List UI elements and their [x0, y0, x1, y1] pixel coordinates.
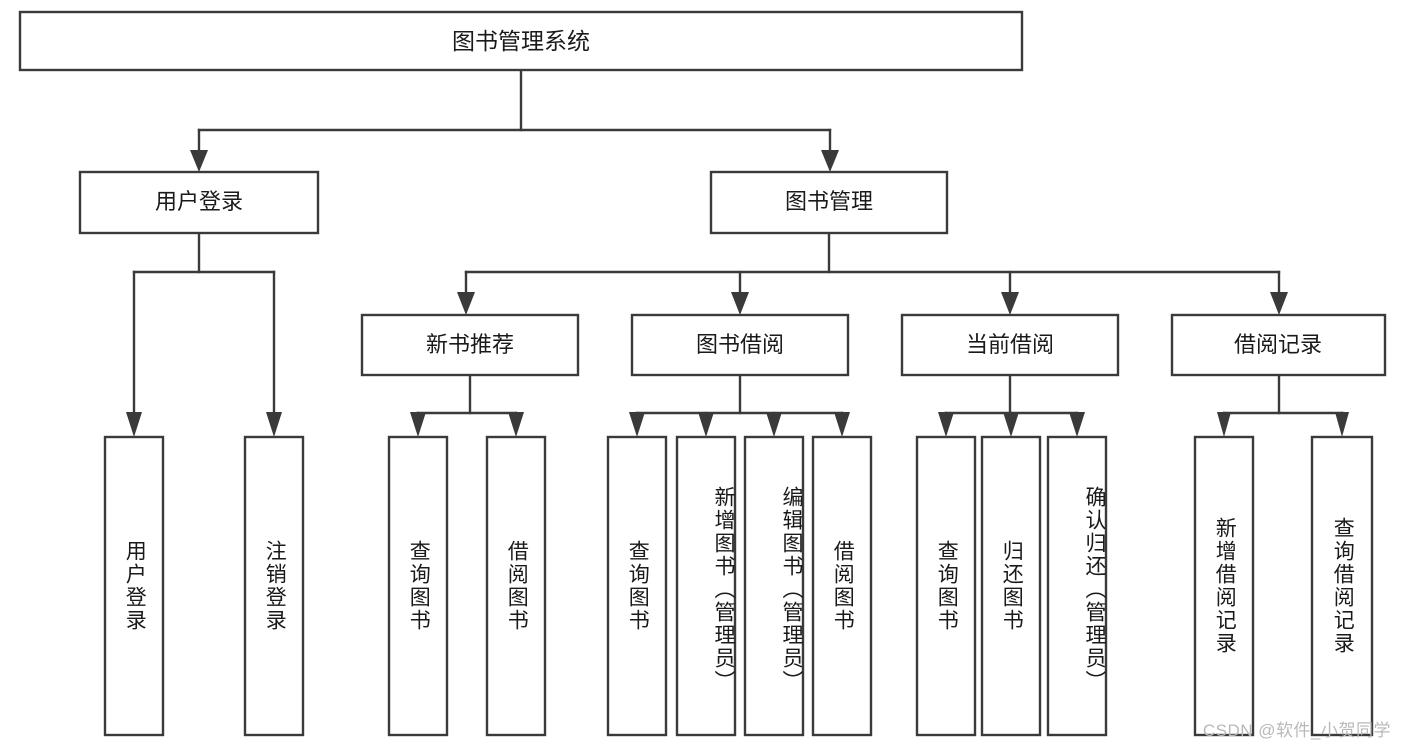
node-borrow-record-box[interactable]: [1170, 313, 1387, 377]
arrow-root-to-user-login: [190, 150, 208, 172]
node-query-book-2-box[interactable]: [606, 435, 668, 737]
node-user-logout-box[interactable]: [243, 435, 305, 737]
node-new-book-recommend-label: 新书推荐: [426, 332, 514, 357]
arrow-root-to-book-management: [821, 150, 839, 172]
node-layer: 图书管理系统 用户登录 图书管理 新书推荐 图书借阅: [18, 10, 1387, 737]
arrow-to-query-book-2: [629, 412, 645, 437]
arrow-to-new-book-recommend: [457, 292, 475, 315]
node-user-login-do-box[interactable]: [103, 435, 165, 737]
node-book-borrow-box[interactable]: [630, 313, 850, 377]
arrow-to-user-login-do: [126, 412, 142, 437]
arrow-to-book-borrow: [731, 292, 749, 315]
node-root-label: 图书管理系统: [452, 28, 590, 54]
node-book-borrow-label: 图书借阅: [696, 332, 784, 357]
arrow-to-edit-book: [766, 412, 782, 437]
node-add-book-box[interactable]: [675, 435, 737, 737]
node-query-book-1-box[interactable]: [387, 435, 449, 737]
node-current-borrow-box[interactable]: [900, 313, 1120, 377]
arrow-to-borrow-book-2: [834, 412, 850, 437]
node-borrow-book-2-box[interactable]: [811, 435, 873, 737]
connector-layer: [126, 68, 1349, 437]
node-book-management-box[interactable]: [709, 170, 949, 235]
node-user-login[interactable]: 用户登录: [78, 170, 320, 235]
arrow-to-current-borrow: [1001, 292, 1019, 315]
node-root[interactable]: 图书管理系统: [18, 10, 1024, 72]
node-current-borrow[interactable]: 当前借阅: [900, 313, 1120, 377]
arrow-to-add-book: [698, 412, 714, 437]
arrow-to-confirm-return: [1069, 412, 1085, 437]
node-edit-book-box[interactable]: [743, 435, 805, 737]
node-confirm-return-box[interactable]: [1046, 435, 1108, 737]
node-new-book-recommend[interactable]: 新书推荐: [360, 313, 580, 377]
arrow-to-add-borrow-record: [1217, 412, 1231, 437]
node-user-login-label: 用户登录: [155, 189, 243, 214]
node-query-book-3-box[interactable]: [915, 435, 977, 737]
node-book-management-label: 图书管理: [785, 189, 873, 214]
arrow-to-query-book-1: [410, 412, 426, 437]
node-query-borrow-record-box[interactable]: [1310, 435, 1374, 737]
node-borrow-record[interactable]: 借阅记录: [1170, 313, 1387, 377]
node-current-borrow-label: 当前借阅: [966, 332, 1054, 357]
node-book-management[interactable]: 图书管理: [709, 170, 949, 235]
arrow-to-query-book-3: [938, 412, 954, 437]
node-borrow-record-label: 借阅记录: [1234, 332, 1322, 357]
node-root-box[interactable]: [18, 10, 1024, 72]
arrow-to-borrow-record: [1270, 292, 1288, 315]
watermark-text: CSDN @软件_小贺同学: [1202, 721, 1391, 740]
arrow-to-query-borrow-record: [1335, 412, 1349, 437]
node-new-book-recommend-box[interactable]: [360, 313, 580, 377]
node-borrow-book-1-box[interactable]: [485, 435, 547, 737]
node-return-book-box[interactable]: [980, 435, 1042, 737]
node-add-borrow-record-box[interactable]: [1193, 435, 1255, 737]
node-user-login-box[interactable]: [78, 170, 320, 235]
arrow-to-user-logout: [266, 412, 282, 437]
node-book-borrow[interactable]: 图书借阅: [630, 313, 850, 377]
arrow-to-return-book: [1003, 412, 1019, 437]
arrow-to-borrow-book-1: [508, 412, 524, 437]
